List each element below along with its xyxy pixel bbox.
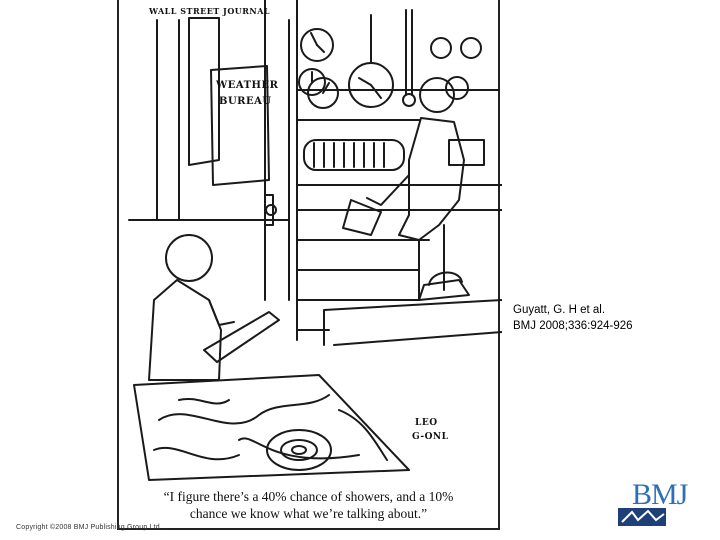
forecast-paper	[342, 199, 382, 236]
seated-man-body	[148, 279, 222, 381]
copyright-notice: Copyright ©2008 BMJ Publishing Group Ltd…	[16, 524, 163, 531]
newspaper-title: WALL STREET JOURNAL	[149, 6, 271, 16]
weather-bureau-sign	[210, 65, 270, 186]
caption-line-1: “I figure there’s a 40% chance of shower…	[163, 489, 454, 504]
clipboard	[203, 311, 280, 363]
cartoon-drawing	[128, 0, 502, 481]
artist-signature-line1: LEO	[415, 418, 438, 428]
cartoon-caption: “I figure there’s a 40% chance of shower…	[127, 488, 490, 522]
citation: Guyatt, G. H et al. BMJ 2008;336:924-926	[513, 302, 633, 334]
artist-signature-line2: G-ONL	[412, 432, 449, 442]
sign-line-weather: WEATHER	[216, 80, 279, 91]
bmj-logo-mark	[618, 508, 666, 526]
gauge-clock	[300, 28, 334, 62]
cartoon-illustration: WALL STREET JOURNAL WEATHER BUREAU LEO G…	[117, 0, 502, 530]
citation-authors: Guyatt, G. H et al.	[513, 304, 606, 316]
seated-man-head	[165, 234, 213, 282]
meteorologist-head	[419, 77, 455, 113]
bmj-logo: BMJ	[618, 478, 698, 528]
telephone	[418, 279, 470, 301]
meteorologist-body	[398, 117, 465, 241]
citation-journal: BMJ 2008;336:924-926	[513, 320, 633, 332]
caption-line-2: chance we know what we’re talking about.…	[189, 506, 428, 521]
sign-line-bureau: BUREAU	[219, 96, 272, 107]
bmj-logo-text: BMJ	[632, 478, 688, 511]
barograph-drum	[303, 139, 405, 171]
weather-map-table	[133, 374, 410, 481]
